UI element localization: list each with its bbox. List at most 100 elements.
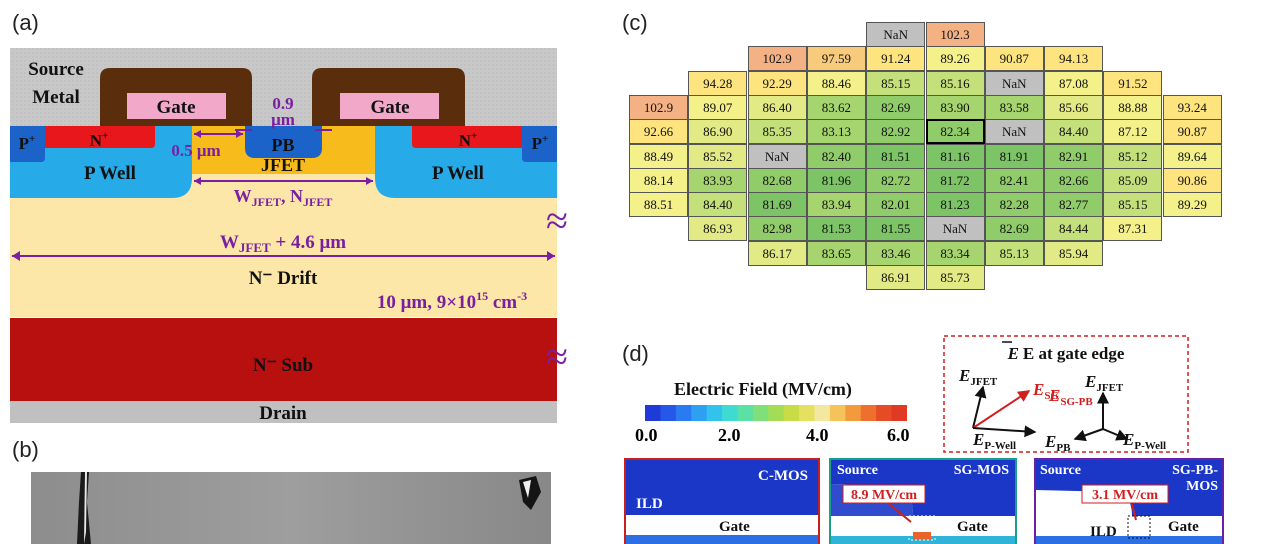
nplus-right-label: N+	[459, 130, 478, 150]
wafer-cell: 81.55	[866, 216, 926, 242]
wafer-cell: 83.13	[806, 119, 866, 145]
wafer-cell: NaN	[925, 216, 985, 242]
colorbar-swatch	[691, 405, 708, 421]
svg-text:EP-Well: EP-Well	[1122, 430, 1166, 452]
colorbar-swatch	[752, 405, 769, 421]
wafer-cell: 91.52	[1103, 70, 1163, 96]
wafer-cell: 84.44	[1044, 216, 1104, 242]
cmos-gate: Gate	[719, 519, 750, 535]
wafer-cell: 84.40	[688, 192, 748, 218]
wafer-cell: 82.28	[984, 192, 1044, 218]
wafer-cell: 81.16	[925, 143, 985, 169]
gate-label-left: Gate	[156, 97, 195, 118]
wafer-cell: NaN	[984, 119, 1044, 145]
wafer-cell: NaN	[866, 22, 926, 47]
wafer-cell: 94.28	[688, 70, 748, 96]
wafer-cell: 81.72	[925, 167, 985, 193]
wafer-cell: 88.51	[629, 192, 688, 218]
nplus-left-label: N+	[90, 130, 109, 150]
wafer-cell: 90.86	[1162, 167, 1222, 193]
wafer-cell: 81.69	[747, 192, 807, 218]
svg-text:EJFET: EJFET	[958, 366, 998, 388]
device-cross-section: Source Metal Gate Gate 0.9 μm PB P+ P+ N…	[10, 48, 568, 424]
colorbar-swatch	[891, 405, 907, 421]
wafer-cell: 86.90	[688, 119, 748, 145]
wafer-cell: 90.87	[1162, 119, 1222, 145]
colorbar-swatch	[860, 405, 877, 421]
wafer-cell: 82.41	[984, 167, 1044, 193]
wafer-cell: 92.66	[629, 119, 688, 145]
pplus-left	[10, 126, 45, 162]
colorbar-swatch	[876, 405, 893, 421]
pwell-right-label: P Well	[432, 163, 484, 184]
colorbar-swatch	[722, 405, 738, 421]
colorbar-swatch	[845, 405, 862, 421]
colorbar-swatch	[829, 405, 846, 421]
wafer-cell: 87.12	[1103, 119, 1163, 145]
wafer-cell: NaN	[747, 143, 807, 169]
svg-text:EP-Well: EP-Well	[972, 430, 1016, 452]
wafer-cell: 83.62	[806, 94, 866, 120]
dim-um-label: μm	[271, 110, 295, 129]
panel-label-d: (d)	[622, 341, 649, 366]
wafer-cell: 86.93	[688, 216, 748, 242]
sem-image	[31, 472, 551, 544]
wafer-cell: 82.34	[925, 119, 985, 145]
wafer-cell: 85.94	[1044, 240, 1104, 266]
colorbar-tick-4: 4.0	[806, 425, 829, 445]
wafer-cell: 86.40	[747, 94, 807, 120]
wafer-cell: 89.26	[925, 46, 985, 72]
wafer-cell: 85.35	[747, 119, 807, 145]
substrate-region	[10, 318, 557, 401]
colorbar-swatch	[783, 405, 800, 421]
wafer-cell: 83.65	[806, 240, 866, 266]
wafer-cell: 89.29	[1162, 192, 1222, 218]
svg-text:EPB: EPB	[1044, 432, 1071, 453]
wafer-cell: 102.3	[925, 22, 985, 47]
pb-label: PB	[271, 135, 294, 155]
nplus-right	[412, 126, 522, 148]
wafer-cell: 92.29	[747, 70, 807, 96]
wafer-cell: 82.91	[1044, 143, 1104, 169]
jfet-label: JFET	[261, 155, 305, 175]
gate-poly-right	[340, 93, 439, 119]
wafer-cell: 85.73	[925, 265, 985, 290]
nplus-left	[45, 126, 155, 148]
panel-label-a: (a)	[12, 10, 39, 35]
break-symbol-drift: ≈	[546, 198, 568, 243]
gate-label-right: Gate	[370, 97, 409, 118]
source-metal-label-1: Source	[28, 59, 84, 80]
break-symbol-sub: ≈	[546, 334, 568, 379]
wafer-cell: 84.40	[1044, 119, 1104, 145]
pplus-right-label: P+	[532, 133, 549, 153]
wafer-cell: 86.17	[747, 240, 807, 266]
colorbar	[645, 405, 907, 421]
sgmos-peak: 8.9 MV/cm	[851, 488, 917, 503]
wafer-cell: 83.46	[866, 240, 926, 266]
wafer-cell: 88.46	[806, 70, 866, 96]
wafer-cell: 85.15	[1103, 192, 1163, 218]
wafer-cell: 82.69	[984, 216, 1044, 242]
wafer-cell: 81.51	[866, 143, 926, 169]
wafer-cell: 82.69	[866, 94, 926, 120]
wafer-cell: 89.07	[688, 94, 748, 120]
efield-cmos: C-MOS ILD Gate	[624, 458, 820, 544]
colorbar-swatch	[675, 405, 692, 421]
efield-sgmos: Source SG-MOS 8.9 MV/cm ILD Gate	[829, 458, 1017, 544]
wafer-cell: 88.49	[629, 143, 688, 169]
colorbar-title: Electric Field (MV/cm)	[674, 379, 852, 399]
colorbar-tick-2: 2.0	[718, 425, 741, 445]
colorbar-swatch	[660, 405, 677, 421]
pb-region	[245, 126, 322, 158]
drift-spec-label: 10 μm, 9×1015 cm-3	[377, 289, 527, 313]
wafer-cell: 82.77	[1044, 192, 1104, 218]
wafer-cell: NaN	[984, 70, 1044, 96]
sub-label: N⁻ Sub	[253, 355, 313, 376]
panel-label-b: (b)	[12, 437, 39, 462]
cmos-ild: ILD	[636, 496, 663, 512]
wafer-cell: 82.92	[866, 119, 926, 145]
wafer-cell: 85.09	[1103, 167, 1163, 193]
wafer-cell: 85.66	[1044, 94, 1104, 120]
